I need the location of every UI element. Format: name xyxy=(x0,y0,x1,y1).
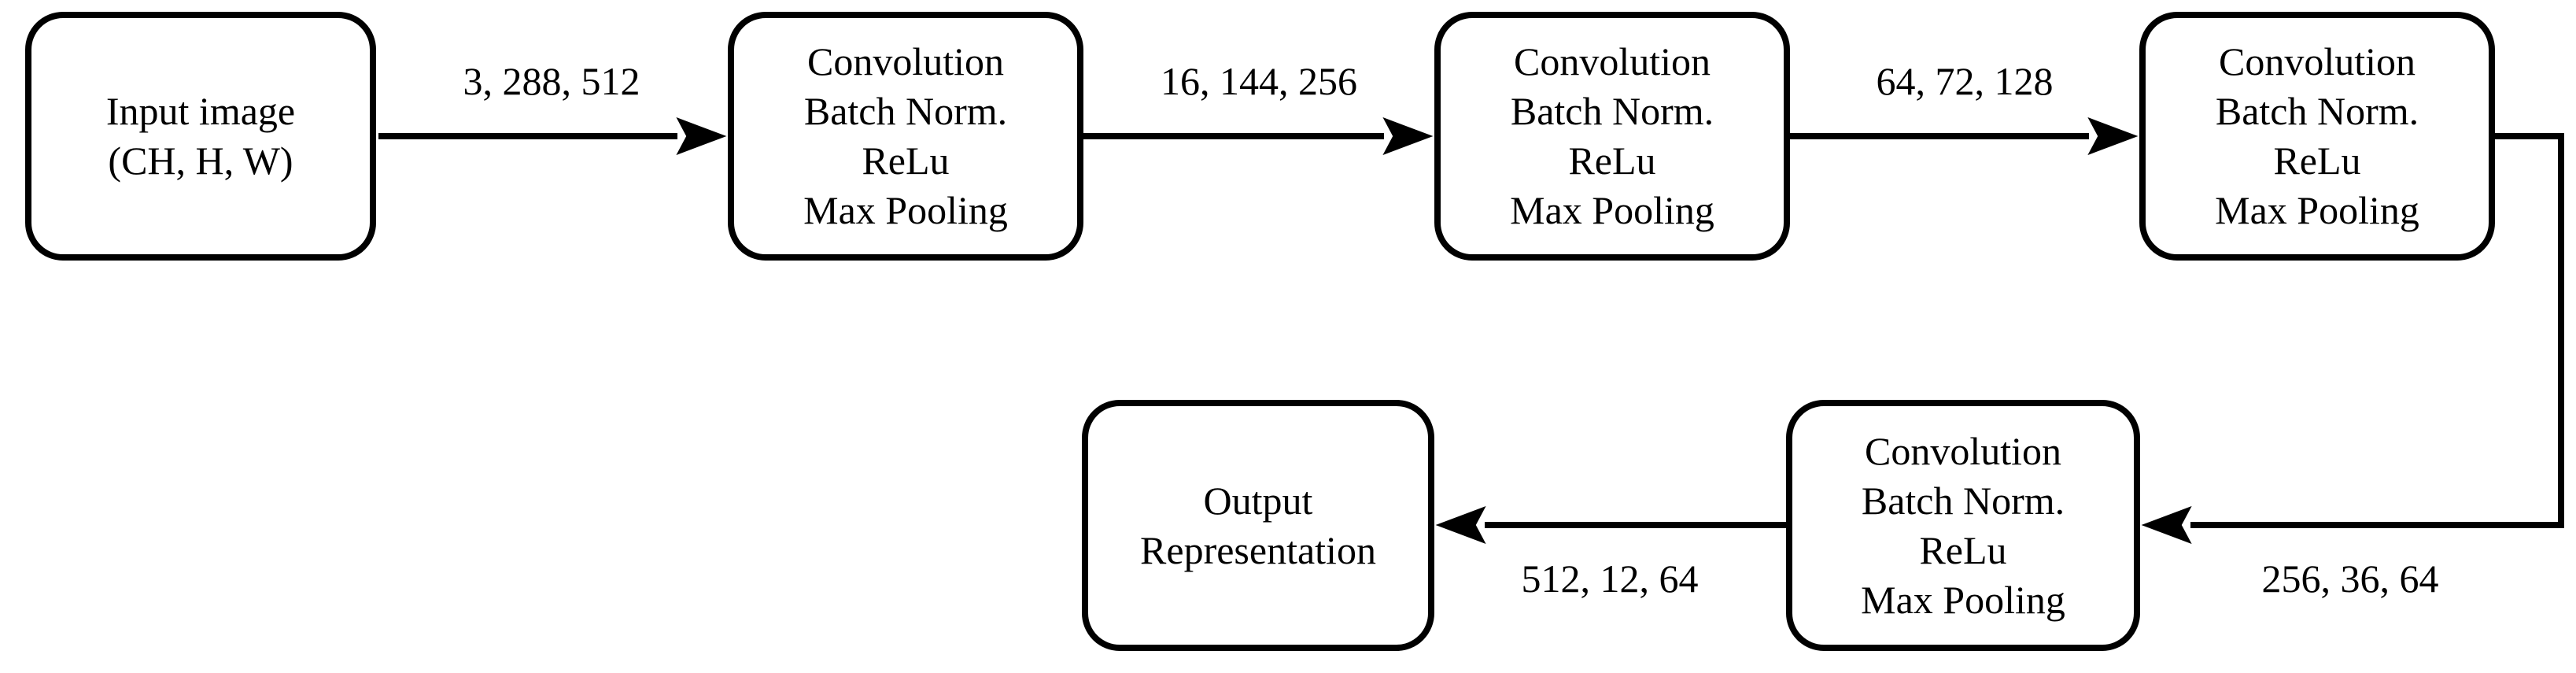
node-label-line: Batch Norm. xyxy=(1510,89,1714,133)
node-label-line: ReLu xyxy=(2273,139,2361,183)
node-label-line: Max Pooling xyxy=(803,188,1008,232)
node-label-line: ReLu xyxy=(1568,139,1656,183)
edge-label-tensor-shape-4: 256, 36, 64 xyxy=(2261,557,2439,601)
node-label-line: Max Pooling xyxy=(1861,577,2065,622)
node-conv-block-4: Convolution Batch Norm. ReLu Max Pooling xyxy=(1786,400,2140,651)
node-conv-block-3: Convolution Batch Norm. ReLu Max Pooling xyxy=(2139,12,2495,261)
node-label-line: Convolution xyxy=(1864,428,2062,473)
node-label-line: Input image xyxy=(105,89,296,133)
node-label-line: Batch Norm. xyxy=(1861,478,2065,523)
node-label-line: Output xyxy=(1203,478,1313,523)
edge-label-tensor-shape-5: 512, 12, 64 xyxy=(1521,557,1699,601)
node-output-representation: Output Representation xyxy=(1082,400,1434,651)
node-conv-block-1: Convolution Batch Norm. ReLu Max Pooling xyxy=(728,12,1083,261)
node-label-line: Convolution xyxy=(1513,39,1711,83)
node-label-line: Convolution xyxy=(806,39,1005,83)
node-label-line: Batch Norm. xyxy=(803,89,1008,133)
edge-label-tensor-shape-3: 64, 72, 128 xyxy=(1876,59,2054,103)
node-label-line: Max Pooling xyxy=(2215,188,2419,232)
node-label-line: ReLu xyxy=(1919,527,2007,572)
node-label-line: Batch Norm. xyxy=(2215,89,2419,133)
node-label-line: Representation xyxy=(1140,527,1376,572)
node-label-line: Convolution xyxy=(2218,39,2416,83)
node-input-image: Input image (CH, H, W) xyxy=(25,12,376,261)
node-conv-block-2: Convolution Batch Norm. ReLu Max Pooling xyxy=(1434,12,1790,261)
edge-label-tensor-shape-2: 16, 144, 256 xyxy=(1161,59,1357,103)
edge-label-tensor-shape-1: 3, 288, 512 xyxy=(463,59,640,103)
node-label-line: (CH, H, W) xyxy=(108,139,293,183)
node-label-line: Max Pooling xyxy=(1510,188,1714,232)
node-label-line: ReLu xyxy=(862,139,950,183)
